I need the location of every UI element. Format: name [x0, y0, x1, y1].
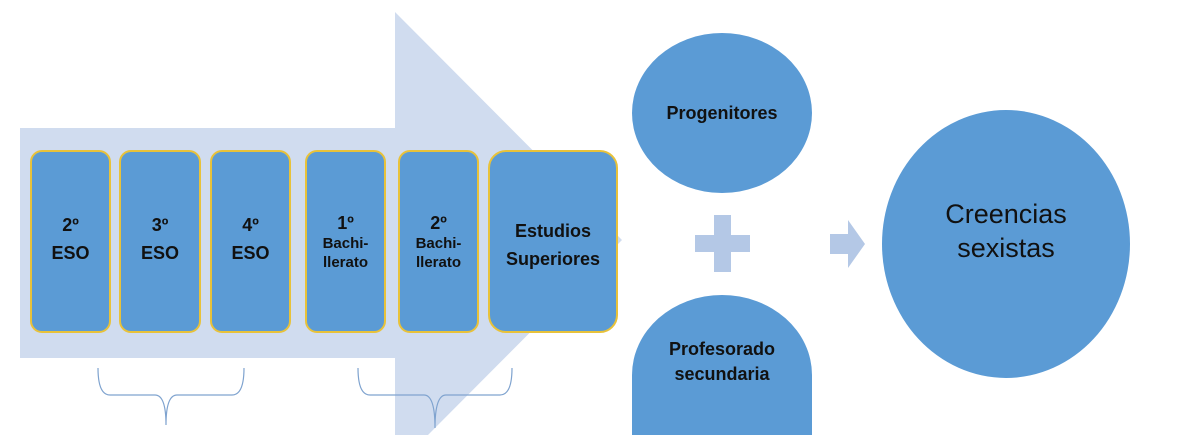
stage-label: Bachi-	[415, 234, 462, 252]
influence-label: Progenitores	[666, 102, 778, 123]
arrow-right-icon	[830, 220, 865, 268]
stage-box-3-eso: 3º ESO	[119, 150, 201, 333]
brace-bachillerato	[357, 367, 513, 429]
stage-label: llerato	[415, 253, 461, 271]
stage-label: 4º	[242, 214, 259, 235]
stage-box-4-eso: 4º ESO	[210, 150, 291, 333]
stage-label: 2º	[430, 212, 447, 233]
outcome-creencias-sexistas: Creencias sexistas	[882, 110, 1130, 378]
stage-label: 1º	[337, 212, 354, 233]
stage-label: ESO	[231, 242, 270, 263]
stage-label: 3º	[151, 214, 169, 235]
influence-progenitores: Progenitores	[632, 33, 812, 193]
stage-label: ESO	[140, 242, 179, 263]
stage-box-1-bachillerato: 1º Bachi- llerato	[305, 150, 386, 333]
influence-label: secundaria	[674, 364, 770, 384]
stage-label: Bachi-	[322, 234, 369, 252]
stage-label: llerato	[322, 253, 368, 271]
stage-label: ESO	[51, 242, 90, 263]
stage-box-estudios-superiores: Estudios Superiores	[488, 150, 618, 333]
outcome-label: sexistas	[957, 233, 1055, 263]
influence-label: Profesorado	[668, 339, 776, 359]
stage-label: Estudios	[514, 220, 591, 241]
stage-box-2-eso: 2º ESO	[30, 150, 111, 333]
influence-profesorado: Profesorado secundaria	[632, 295, 812, 435]
brace-eso	[97, 367, 245, 426]
plus-icon	[695, 215, 750, 272]
stage-box-2-bachillerato: 2º Bachi- llerato	[398, 150, 479, 333]
stage-label: Superiores	[505, 248, 601, 269]
outcome-label: Creencias	[945, 199, 1067, 229]
stage-label: 2º	[62, 214, 79, 235]
